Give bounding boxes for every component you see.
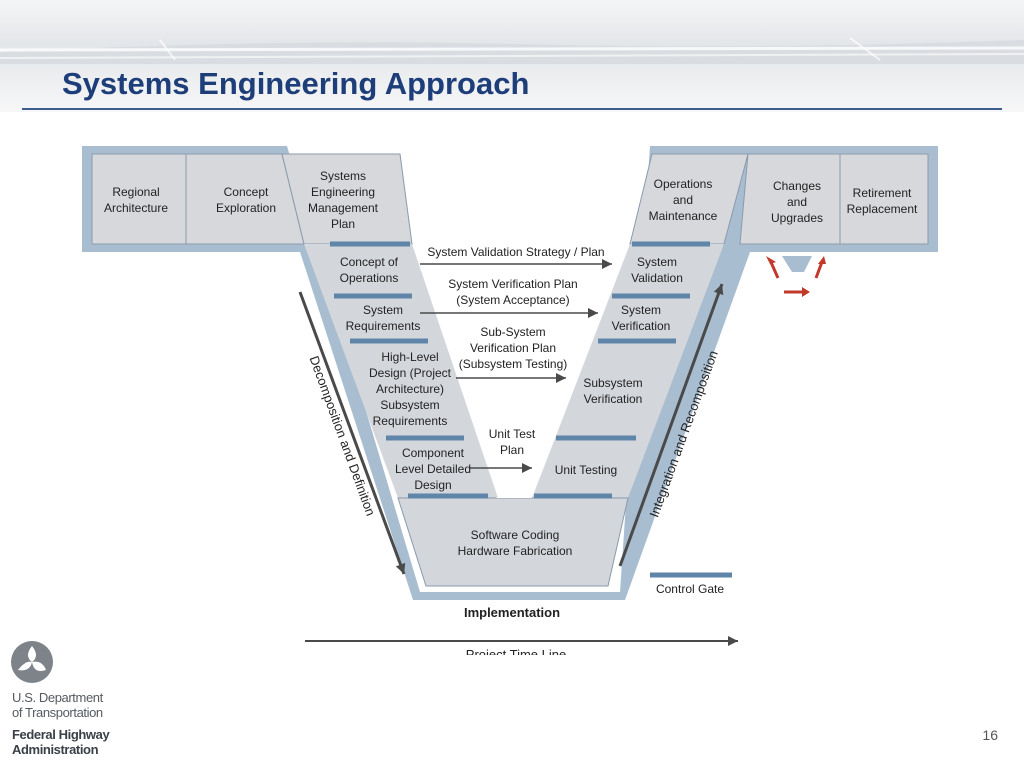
left-leg-interior [304,244,498,498]
dot-triskelion-icon [11,641,53,683]
integration-arrow-head [713,284,724,296]
decomposition-arrow-head [395,562,406,574]
timeline-label: Project Time Line [466,647,566,655]
verification-link-arrow-head [588,308,598,318]
implementation-label: Implementation [464,605,560,620]
red-arrow-right [814,261,824,279]
unit-test-link-arrow-head [522,463,532,473]
red-arrow-right-head [818,256,826,264]
bottom-implementation-box [397,497,629,587]
legend-label: Control Gate [656,582,724,596]
usdot-fhwa-logo: U.S. Department of Transportation Federa… [10,638,170,764]
slide-title: Systems Engineering Approach [62,66,530,101]
right-leg-label-3: Unit Testing [555,463,617,477]
title-underline [22,108,1002,110]
logo-line-department: U.S. Department [12,690,103,705]
box-retirement-replacement [839,153,929,245]
validation-link-arrow-head [602,259,612,269]
page-number: 16 [982,727,998,743]
logo-line-federal-highway: Federal Highway [12,727,110,742]
road-banner-image [0,37,1024,64]
decomposition-arrow [298,291,406,575]
subsystem-link-arrow-head [556,373,566,383]
small-v-icon [782,256,812,272]
box-regional-architecture [91,153,187,245]
logo-line-administration: Administration [12,742,99,757]
v-outer-band [82,146,938,600]
header-banner: Systems Engineering Approach [0,0,1024,112]
project-timeline-arrow-head [728,636,738,646]
middle-link-label-0: System Validation Strategy / Plan [427,245,604,259]
integration-arrow [618,283,724,567]
middle-link-label-1: System Verification Plan(System Acceptan… [448,277,577,307]
red-arrow-left-head [766,256,776,264]
v-notch [490,490,532,498]
logo-line-transportation: of Transportation [12,705,103,720]
red-arrow-bottom-head [802,287,810,297]
right-leg-interior [532,244,724,498]
